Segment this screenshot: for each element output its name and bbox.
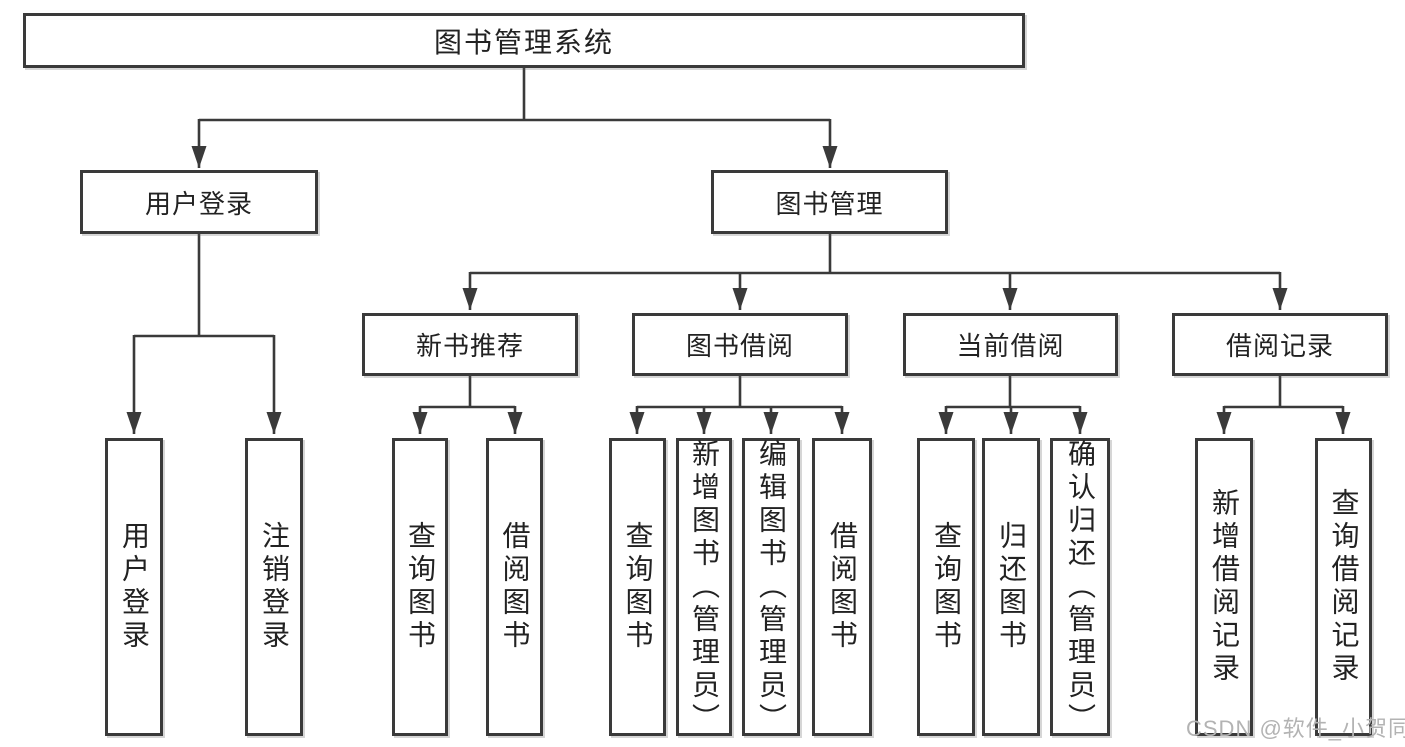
node-cb-return-books: 归还图书 <box>982 438 1040 736</box>
node-bb-query-books-label: 查询图书 <box>622 521 654 653</box>
node-nbr-borrow-books: 借阅图书 <box>486 438 543 736</box>
node-book-management-label: 图书管理 <box>775 188 884 219</box>
node-user-login-label: 用户登录 <box>144 188 253 219</box>
node-br-query-record: 查询借阅记录 <box>1315 438 1372 736</box>
node-cb-query-books-label: 查询图书 <box>931 521 962 653</box>
node-br-add-record: 新增借阅记录 <box>1195 438 1253 736</box>
node-cb-confirm-return-admin: 确认归还（管理员） <box>1050 438 1110 736</box>
connector-current-borrow <box>938 376 1088 434</box>
node-bb-edit-books-admin-label: 编辑图书（管理员） <box>756 438 787 736</box>
node-new-book-recommend: 新书推荐 <box>362 313 578 376</box>
node-nbr-borrow-books-label: 借阅图书 <box>499 521 531 653</box>
node-cb-confirm-return-admin-label: 确认归还（管理员） <box>1065 438 1096 736</box>
node-nbr-query-books: 查询图书 <box>392 438 448 736</box>
connector-root <box>191 68 838 168</box>
node-user-login: 用户登录 <box>80 170 318 234</box>
connector-book-management <box>462 234 1288 310</box>
node-borrow-records: 借阅记录 <box>1172 313 1388 376</box>
node-book-management: 图书管理 <box>711 170 948 234</box>
node-logout-label: 注销登录 <box>259 521 290 653</box>
node-br-add-record-label: 新增借阅记录 <box>1209 488 1240 686</box>
node-new-book-recommend-label: 新书推荐 <box>415 331 524 361</box>
connector-book-borrow <box>629 376 850 434</box>
node-book-borrow: 图书借阅 <box>632 313 848 376</box>
node-bb-borrow-books: 借阅图书 <box>812 438 872 736</box>
node-current-borrow-label: 当前借阅 <box>956 331 1065 361</box>
node-bb-borrow-books-label: 借阅图书 <box>827 521 858 653</box>
node-cb-return-books-label: 归还图书 <box>996 521 1027 653</box>
node-book-borrow-label: 图书借阅 <box>685 331 794 361</box>
node-logout: 注销登录 <box>245 438 303 736</box>
node-bb-edit-books-admin: 编辑图书（管理员） <box>742 438 800 736</box>
node-user-login-action-label: 用户登录 <box>119 521 150 653</box>
node-bb-query-books: 查询图书 <box>609 438 666 736</box>
node-user-login-action: 用户登录 <box>105 438 163 736</box>
node-borrow-records-label: 借阅记录 <box>1225 331 1334 361</box>
connector-new-book-recommend <box>412 376 523 434</box>
connector-user-login <box>126 234 282 434</box>
node-nbr-query-books-label: 查询图书 <box>405 521 436 653</box>
node-root: 图书管理系统 <box>23 13 1025 68</box>
node-bb-add-books-admin-label: 新增图书（管理员） <box>689 438 720 736</box>
csdn-watermark: CSDN @软件_小贺同学 <box>1186 716 1405 741</box>
node-br-query-record-label: 查询借阅记录 <box>1328 488 1360 686</box>
node-root-label: 图书管理系统 <box>433 26 614 58</box>
connector-borrow-records <box>1216 376 1351 434</box>
node-bb-add-books-admin: 新增图书（管理员） <box>676 438 732 736</box>
node-cb-query-books: 查询图书 <box>917 438 975 736</box>
node-current-borrow: 当前借阅 <box>903 313 1118 376</box>
